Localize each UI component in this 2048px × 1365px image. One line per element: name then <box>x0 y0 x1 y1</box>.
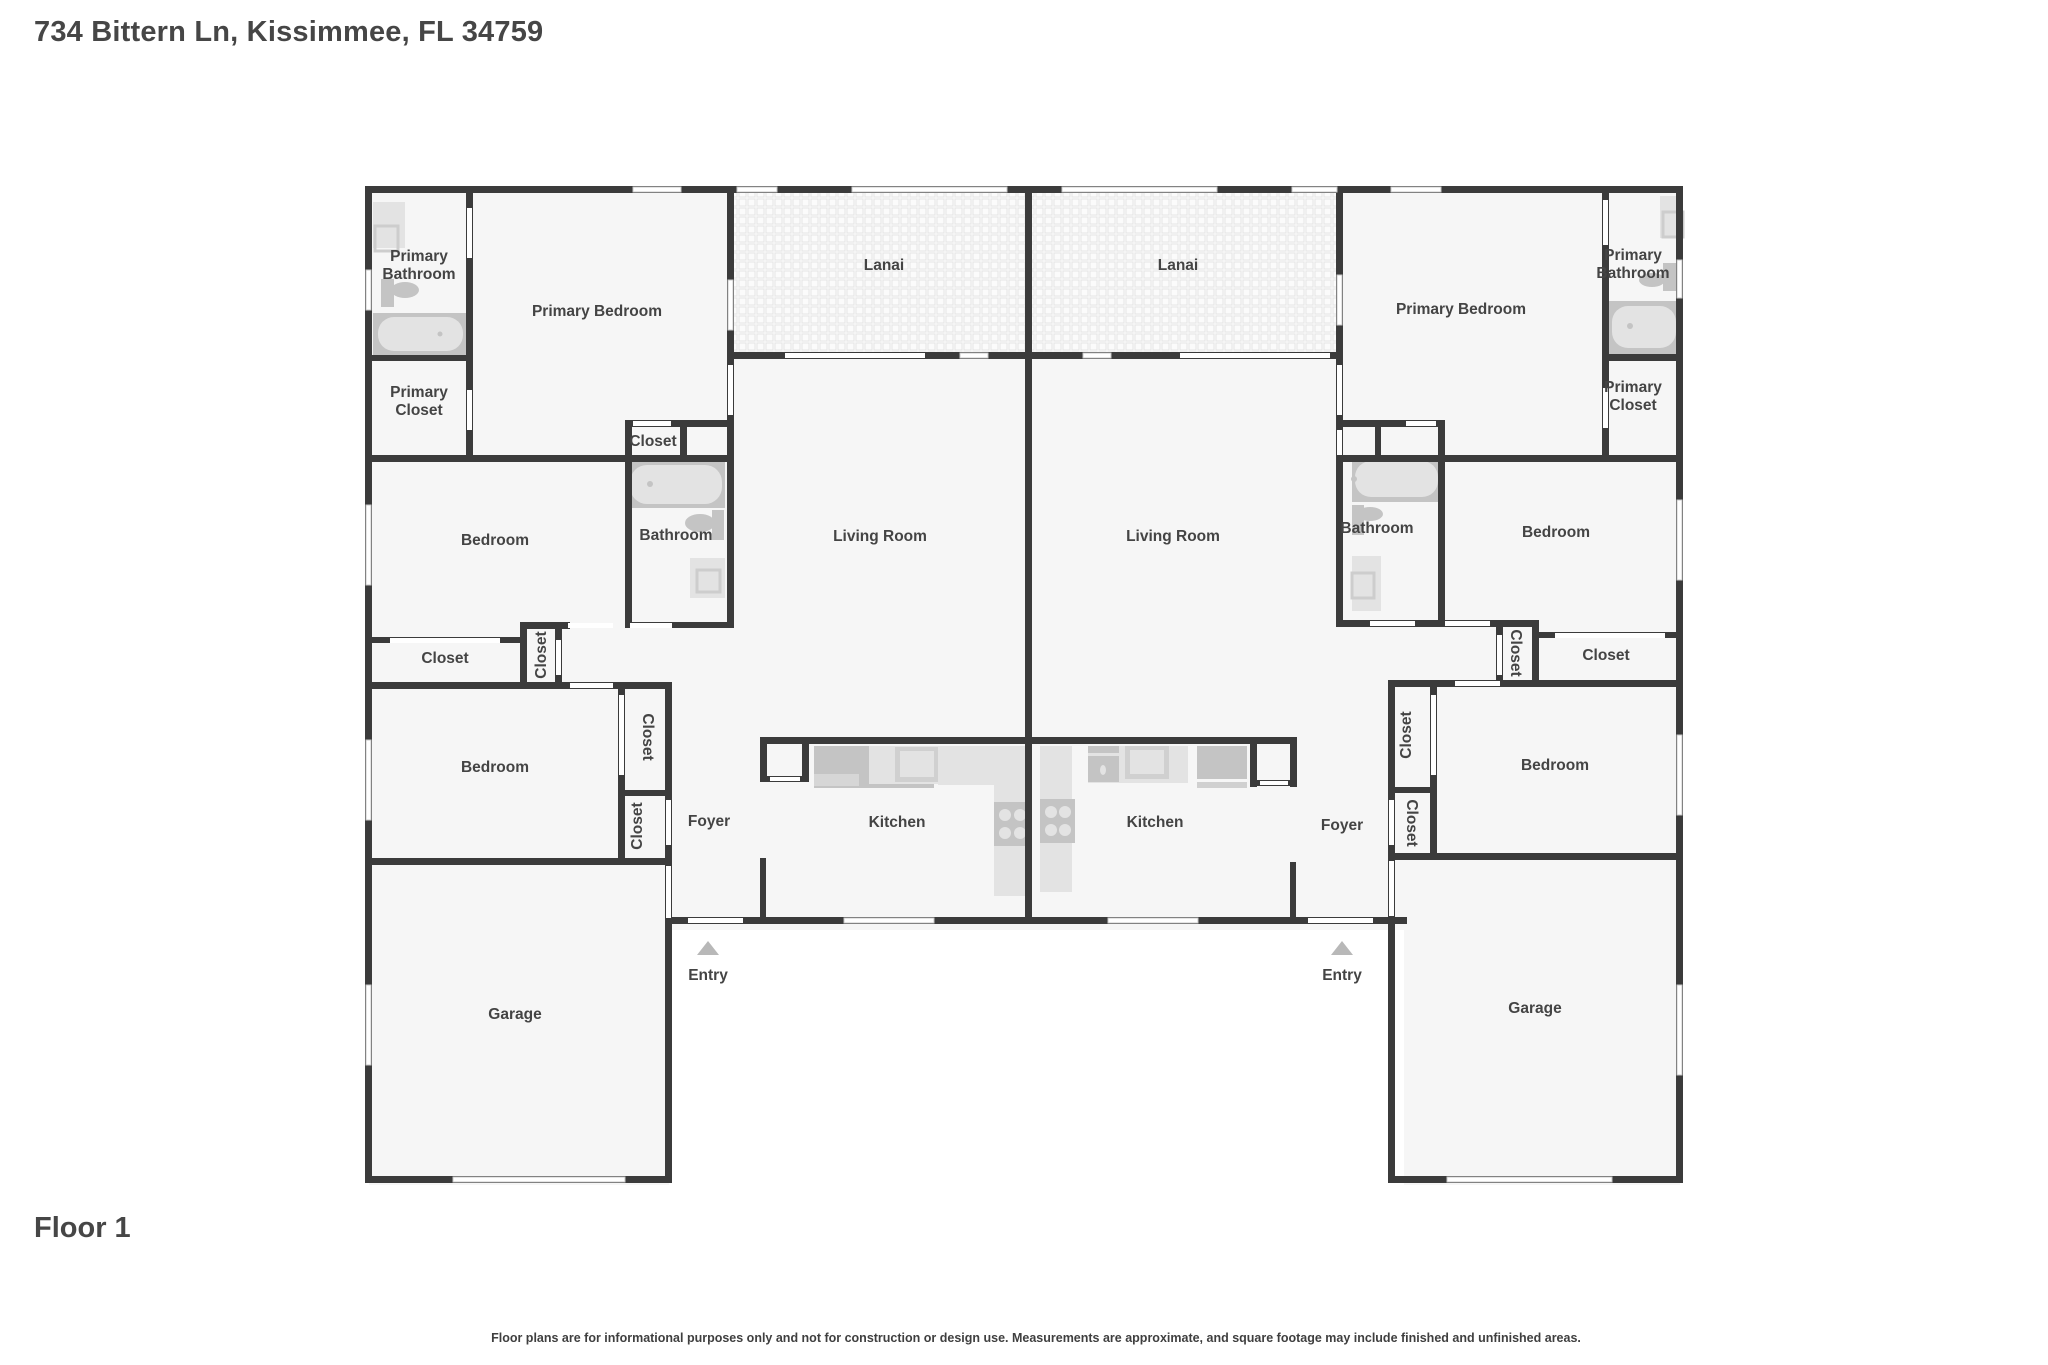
room-label-closet-vertical-1: Closet <box>1507 629 1524 676</box>
room-label-bathroom: Bathroom <box>639 527 712 544</box>
room-label-bedroom-2: Bedroom <box>461 759 529 776</box>
room-label-lanai: Lanai <box>864 257 904 274</box>
room-label-closet-vertical-2: Closet <box>639 713 656 760</box>
door-openings <box>390 200 1665 923</box>
room-label-foyer: Foyer <box>688 813 730 830</box>
room-label-closet-vertical-1: Closet <box>533 631 550 678</box>
room-label-kitchen: Kitchen <box>869 814 926 831</box>
left-entry-marker-icon <box>697 941 719 955</box>
room-label-primary-bedroom: Primary Bedroom <box>532 303 662 320</box>
room-label-primary-bedroom: Primary Bedroom <box>1396 301 1526 318</box>
room-label-living-room: Living Room <box>1126 528 1220 545</box>
disclaimer-text: Floor plans are for informational purpos… <box>491 1331 1581 1345</box>
room-label-closet-1: Closet <box>1582 647 1629 664</box>
room-label-living-room: Living Room <box>833 528 927 545</box>
windows <box>365 186 1683 1183</box>
right-lanai-floor <box>1032 193 1340 355</box>
floor-label: Floor 1 <box>34 1212 131 1244</box>
property-address: 734 Bittern Ln, Kissimmee, FL 34759 <box>34 16 544 48</box>
room-label-closet-vertical-3: Closet <box>1403 799 1420 846</box>
room-label-lanai: Lanai <box>1158 257 1198 274</box>
room-label-closet-vertical-2: Closet <box>1398 711 1415 758</box>
left-entry-label: Entry <box>688 967 728 984</box>
room-label-garage: Garage <box>488 1006 542 1023</box>
room-label-hall-closet: Closet <box>629 433 676 450</box>
room-label-bedroom-2: Bedroom <box>1521 757 1589 774</box>
room-label-closet-1: Closet <box>421 650 468 667</box>
right-entry-marker-icon <box>1331 941 1353 955</box>
room-label-bedroom-1: Bedroom <box>461 532 529 549</box>
room-label-garage: Garage <box>1508 1000 1562 1017</box>
room-label-foyer: Foyer <box>1321 817 1363 834</box>
left-lanai-floor <box>733 193 1028 355</box>
left-fixtures <box>373 202 1028 896</box>
room-label-bedroom-1: Bedroom <box>1522 524 1590 541</box>
right-entry-label: Entry <box>1322 967 1362 984</box>
room-label-kitchen: Kitchen <box>1127 814 1184 831</box>
room-label-closet-vertical-3: Closet <box>629 802 646 849</box>
room-label-bathroom: Bathroom <box>1340 520 1413 537</box>
